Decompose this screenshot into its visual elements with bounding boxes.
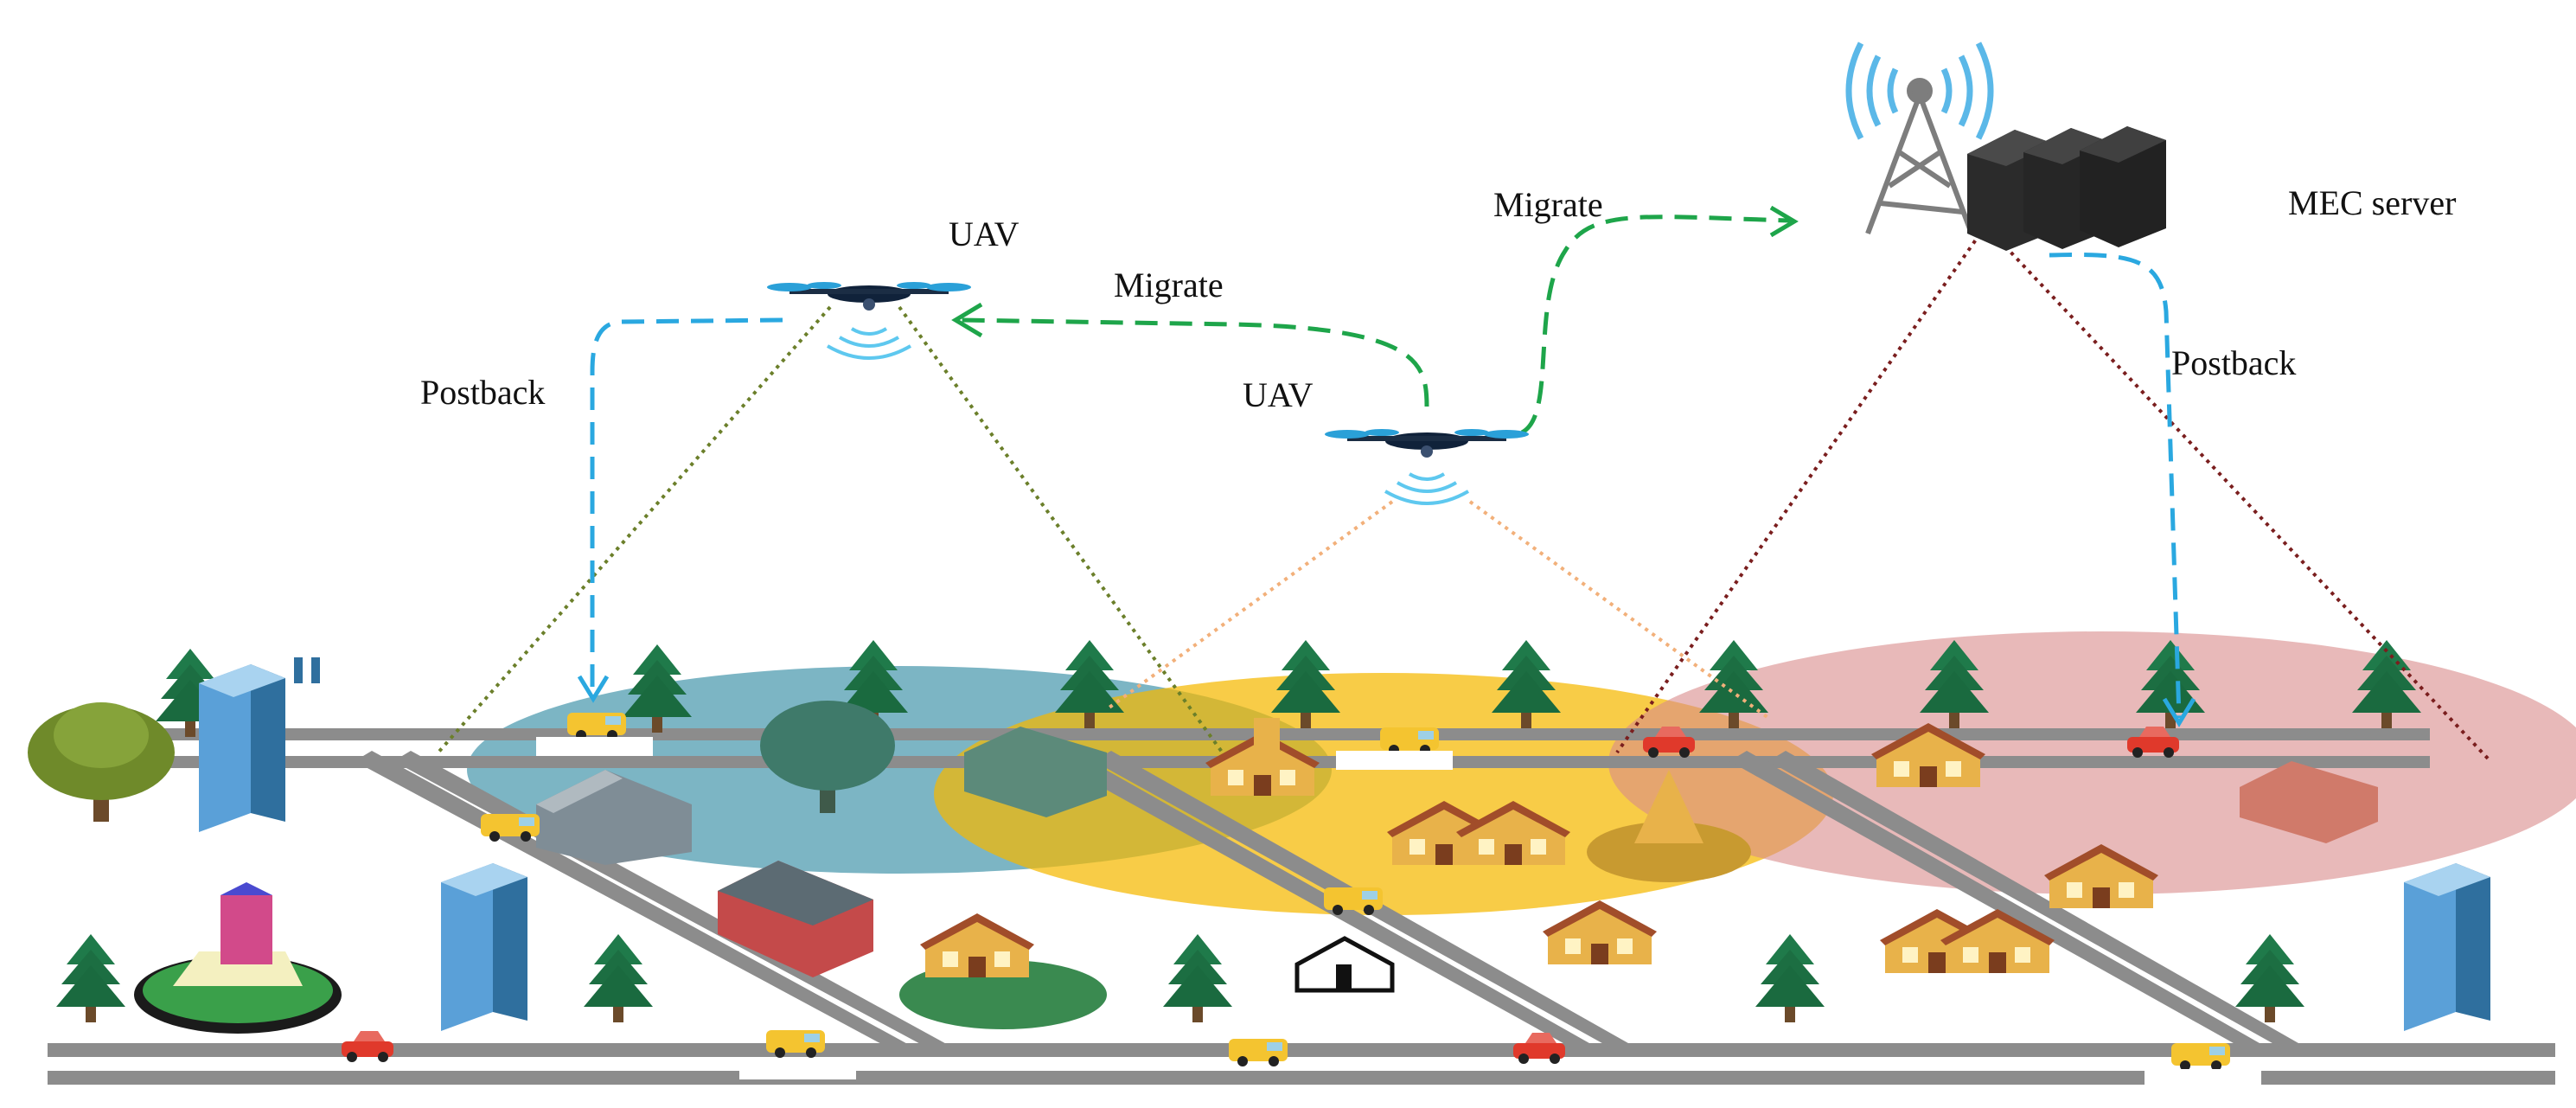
migrate-left-label: Migrate	[1114, 266, 1224, 304]
postback-right-label: Postback	[2171, 343, 2297, 382]
postback-left-label: Postback	[420, 373, 546, 412]
office-building-icon	[199, 657, 320, 832]
uav-mid-coverage-lines	[1105, 500, 1770, 720]
mec-server-label: MEC server	[2288, 183, 2457, 222]
migrate-right-label: Migrate	[1493, 185, 1603, 224]
leafy-tree-icon	[28, 702, 175, 822]
tree-icon	[584, 934, 653, 1022]
uav-left-icon	[767, 282, 971, 360]
house-icon	[899, 913, 1107, 1029]
cell-tower-icon	[1865, 78, 1974, 235]
small-house-icon	[1294, 936, 1395, 993]
apartment-icon	[1543, 900, 1657, 964]
skyscraper-icon	[441, 863, 527, 1031]
postback-arrow-right	[2049, 253, 2196, 727]
van-icon	[1229, 1039, 1288, 1066]
skyscraper-icon	[2404, 863, 2490, 1031]
road-markers	[536, 737, 2261, 1088]
signal-waves-icon	[1845, 42, 1994, 140]
town-hall-icon	[1205, 718, 1320, 796]
monument-icon	[1587, 770, 1751, 882]
van-icon	[2171, 1043, 2230, 1071]
factory-icon	[536, 770, 692, 865]
tree-icon	[1163, 934, 1232, 1022]
tree-icon	[1755, 934, 1825, 1022]
postback-arrow-left	[577, 317, 783, 703]
clubhouse-icon	[964, 727, 1107, 817]
server-rack-icon	[1967, 126, 2166, 251]
uav-mid-label: UAV	[1243, 375, 1314, 414]
uav-left-label: UAV	[949, 215, 1020, 253]
tree-icon	[56, 934, 125, 1022]
car-icon	[342, 1031, 393, 1062]
plaza-icon	[2240, 761, 2378, 843]
leafy-tree-icon	[760, 701, 895, 813]
uav-left-coverage-lines	[435, 305, 1225, 756]
mec-coverage-lines	[1615, 232, 2492, 763]
migrate-arrow-right	[1520, 205, 1799, 435]
uav-mid-icon	[1325, 429, 1529, 505]
tree-icon	[2235, 934, 2304, 1022]
church-icon	[134, 882, 342, 1034]
migrate-arrow-left	[951, 302, 1429, 407]
shop-icon	[718, 861, 873, 977]
